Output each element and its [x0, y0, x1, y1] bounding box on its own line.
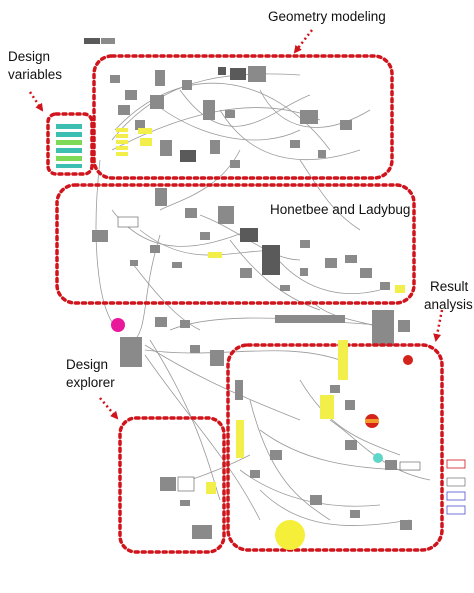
- result-analysis-label-line1: Result: [430, 279, 469, 294]
- middle-components: [111, 310, 410, 367]
- geometry-modeling-label: Geometry modeling: [268, 9, 386, 24]
- design-explorer-label-line1: Design: [66, 357, 109, 372]
- geometry-modeling-group: [92, 54, 394, 180]
- loose-components: [84, 38, 115, 44]
- design-explorer-label-line2: explorer: [66, 375, 115, 390]
- result-analysis-label-line2: analysis: [424, 297, 473, 312]
- design-variables-group: [46, 112, 94, 176]
- honeybee-ladybug-label: Honetbee and Ladybug: [270, 202, 411, 217]
- annotation-arrows: [28, 29, 444, 420]
- design-variables-label-line1: Design: [8, 49, 51, 64]
- honeybee-ladybug-group: [55, 183, 416, 305]
- result-analysis-group: [226, 340, 466, 552]
- design-variables-label-line2: variables: [8, 67, 63, 82]
- design-explorer-group: [118, 416, 226, 554]
